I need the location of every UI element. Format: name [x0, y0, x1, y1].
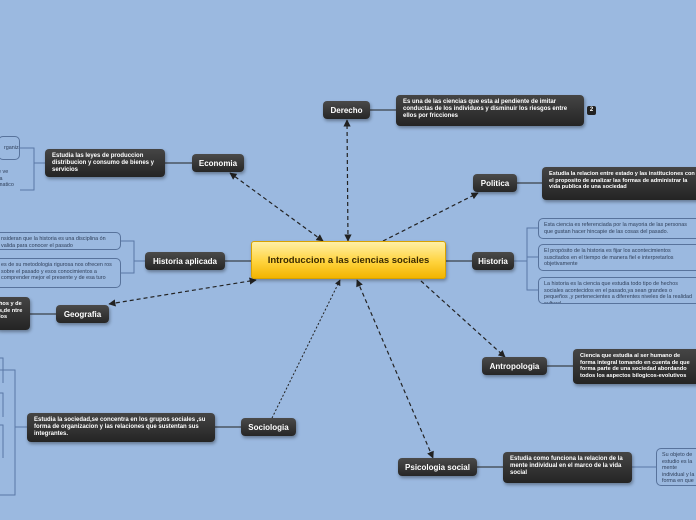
sociologia-sub-3: [0, 424, 4, 458]
derecho-description[interactable]: Es una de las ciencias que esta al pendi…: [396, 95, 584, 126]
link-geografia: [108, 277, 257, 307]
link-derecho: [343, 119, 352, 242]
historia-bracket: [526, 227, 538, 291]
topic-derecho[interactable]: Derecho: [323, 101, 370, 119]
topic-geografia[interactable]: Geografia: [56, 305, 109, 323]
psicologia-social-sub[interactable]: Su objeto de estudio es la mente individ…: [656, 448, 696, 486]
politica-description[interactable]: Estudia la relacion entre estado y las i…: [542, 167, 696, 200]
historia-item-3[interactable]: La historia es la ciencia que estudia to…: [538, 277, 696, 304]
topic-politica[interactable]: Politica: [473, 174, 517, 192]
topic-historia-aplicada[interactable]: Historia aplicada: [145, 252, 225, 270]
central-topic[interactable]: Introduccion a las ciencias sociales: [251, 241, 446, 279]
sociologia-bracket: [0, 369, 16, 496]
historia-aplicada-bracket: [121, 240, 135, 274]
topic-sociologia[interactable]: Sociologia: [241, 418, 296, 436]
economia-sub-2: e ve a matico: [0, 169, 14, 189]
economia-sub-1[interactable]: rganiza: [0, 136, 20, 160]
link-sociologia: [271, 279, 341, 419]
economia-description[interactable]: Estudia las leyes de produccion distribu…: [45, 149, 165, 177]
sociologia-sub-2: [0, 392, 4, 417]
link-politica: [382, 192, 479, 242]
link-antropologia: [420, 280, 506, 358]
topic-historia[interactable]: Historia: [472, 252, 514, 270]
antropologia-description[interactable]: Ciencia que estudia al ser humano de for…: [573, 349, 696, 384]
economia-bracket: [20, 147, 35, 191]
sociologia-sub-1: [0, 357, 4, 383]
link-economia: [229, 172, 324, 242]
topic-antropologia[interactable]: Antropologia: [482, 357, 547, 375]
notes-count-badge[interactable]: 2: [587, 106, 596, 115]
historia-aplicada-item-2[interactable]: es de su metodologia rigurosa nos ofrece…: [0, 258, 121, 288]
topic-psicologia-social[interactable]: Psicologia social: [398, 458, 477, 476]
sociologia-description[interactable]: Estudia la sociedad,se concentra en los …: [27, 413, 215, 442]
historia-item-1[interactable]: Esta ciencia es referenciada por la mayo…: [538, 218, 696, 239]
historia-item-2[interactable]: El propósito de la historia es fijar los…: [538, 244, 696, 271]
psicologia-social-description[interactable]: Estudia como funciona la relacion de la …: [503, 452, 632, 483]
link-psicologia: [356, 279, 434, 459]
historia-aplicada-item-1[interactable]: nsideran que la historia es una discipli…: [0, 232, 121, 250]
topic-economia[interactable]: Economia: [192, 154, 244, 172]
geografia-description[interactable]: hos y de s,de ntre los: [0, 297, 30, 330]
